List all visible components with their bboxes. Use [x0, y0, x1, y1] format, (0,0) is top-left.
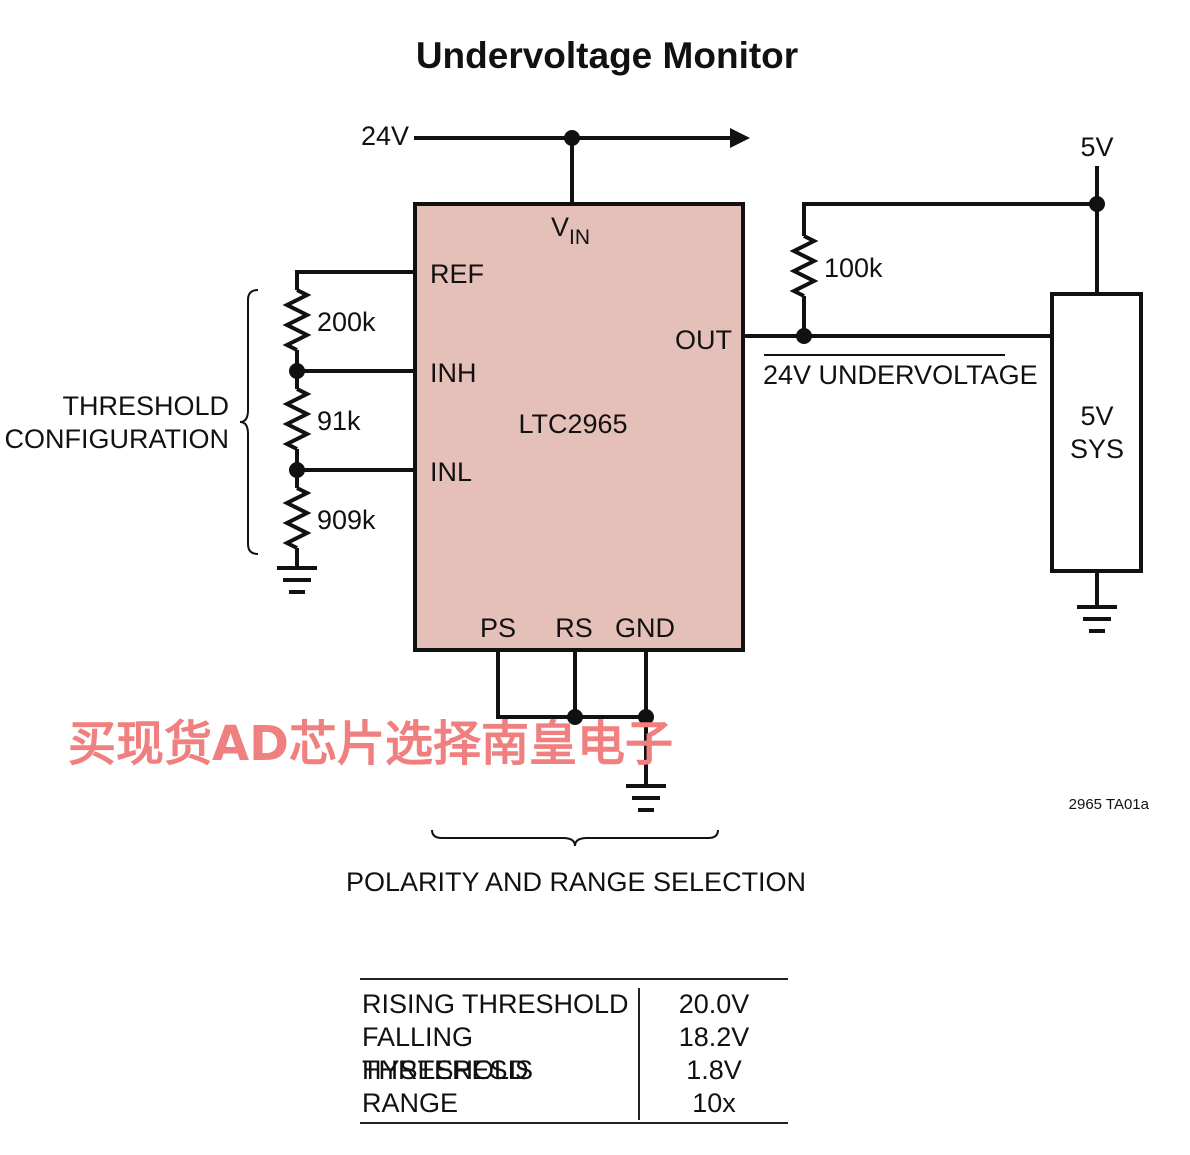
- polarity-range-label: POLARITY AND RANGE SELECTION: [346, 867, 806, 897]
- load-line2: SYS: [1070, 434, 1124, 464]
- load-line1: 5V: [1080, 401, 1113, 431]
- resistor-200k-label: 200k: [317, 307, 376, 337]
- output-network: [743, 166, 1105, 344]
- watermark-text: 买现货AD芯片选择南皇电子: [68, 716, 673, 772]
- spec-param: HYSTERESIS: [360, 1054, 640, 1087]
- ltc2965-chip: [413, 202, 745, 652]
- supply-24v-label: 24V: [361, 121, 409, 151]
- polarity-range-pins: [496, 650, 654, 786]
- diagram-title: Undervoltage Monitor: [416, 35, 798, 76]
- ground-symbol-chip: [626, 784, 666, 812]
- supply-24v-rail: [414, 128, 750, 204]
- spec-table-row: HYSTERESIS 1.8V: [360, 1054, 788, 1087]
- pin-ref-label: REF: [430, 259, 484, 289]
- spec-value: 1.8V: [686, 1055, 742, 1085]
- chip-name-label: LTC2965: [518, 409, 627, 439]
- resistor-100k-label: 100k: [824, 253, 883, 283]
- ground-symbol-load: [1077, 571, 1117, 633]
- supply-5v-label: 5V: [1080, 132, 1113, 162]
- spec-value: 10x: [692, 1088, 736, 1118]
- spec-table-row: FALLING THRESHOLD 18.2V: [360, 1021, 788, 1085]
- spec-table-row: RISING THRESHOLD 20.0V: [360, 988, 788, 1021]
- pin-ps-label: PS: [480, 613, 516, 643]
- spec-value: 20.0V: [678, 989, 750, 1019]
- polarity-brace: [431, 829, 719, 847]
- load-5v-sys-box: [1050, 292, 1143, 573]
- pin-rs-label: RS: [555, 613, 593, 643]
- resistor-200k-symbol: [282, 288, 312, 352]
- resistor-100k-symbol: [789, 234, 819, 298]
- spec-value: 18.2V: [678, 1022, 750, 1052]
- threshold-divider: [282, 270, 415, 568]
- threshold-config-line2: CONFIGURATION: [5, 424, 230, 454]
- output-net-label: 24V UNDERVOLTAGE: [763, 360, 1038, 390]
- spec-param: RANGE: [360, 1087, 640, 1120]
- pin-vin-label: VIN: [551, 212, 590, 249]
- threshold-spec-table: RISING THRESHOLD 20.0V FALLING THRESHOLD 18…: [360, 978, 788, 1124]
- spec-param: FALLING THRESHOLD: [360, 1021, 640, 1085]
- resistor-909k-label: 909k: [317, 505, 376, 535]
- resistor-91k-symbol: [282, 387, 312, 451]
- spec-table-row: RANGE 10x: [360, 1087, 788, 1120]
- threshold-config-line1: THRESHOLD: [62, 391, 229, 421]
- pin-gnd-label: GND: [615, 613, 675, 643]
- pin-inh-label: INH: [430, 358, 477, 388]
- resistor-91k-label: 91k: [317, 406, 361, 436]
- pin-inl-label: INL: [430, 457, 472, 487]
- figure-id: 2965 TA01a: [1069, 796, 1150, 813]
- ground-symbol-divider: [277, 566, 317, 594]
- resistor-909k-symbol: [282, 486, 312, 550]
- threshold-brace: [239, 289, 259, 555]
- spec-param: RISING THRESHOLD: [360, 988, 640, 1021]
- pin-out-label: OUT: [675, 325, 732, 355]
